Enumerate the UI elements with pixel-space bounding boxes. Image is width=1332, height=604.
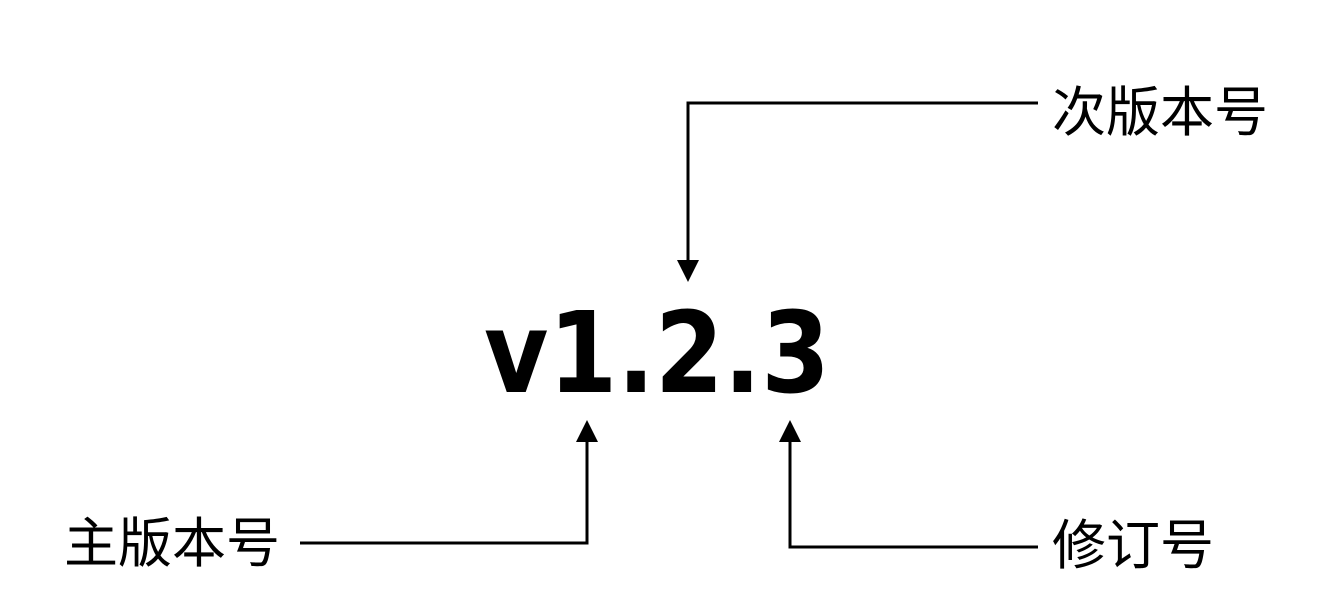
major-version-label: 主版本号 — [64, 512, 280, 575]
version-string: v1.2.3 — [484, 289, 830, 419]
minor-version-label: 次版本号 — [1052, 81, 1268, 144]
patch-label: 修订号 — [1052, 514, 1214, 577]
minor-arrowhead — [677, 260, 699, 282]
patch-arrowhead — [779, 420, 801, 442]
major-connector-line — [300, 440, 589, 545]
major-arrowhead — [576, 420, 598, 442]
patch-connector-line — [788, 440, 1038, 549]
minor-connector-line — [686, 101, 1038, 262]
